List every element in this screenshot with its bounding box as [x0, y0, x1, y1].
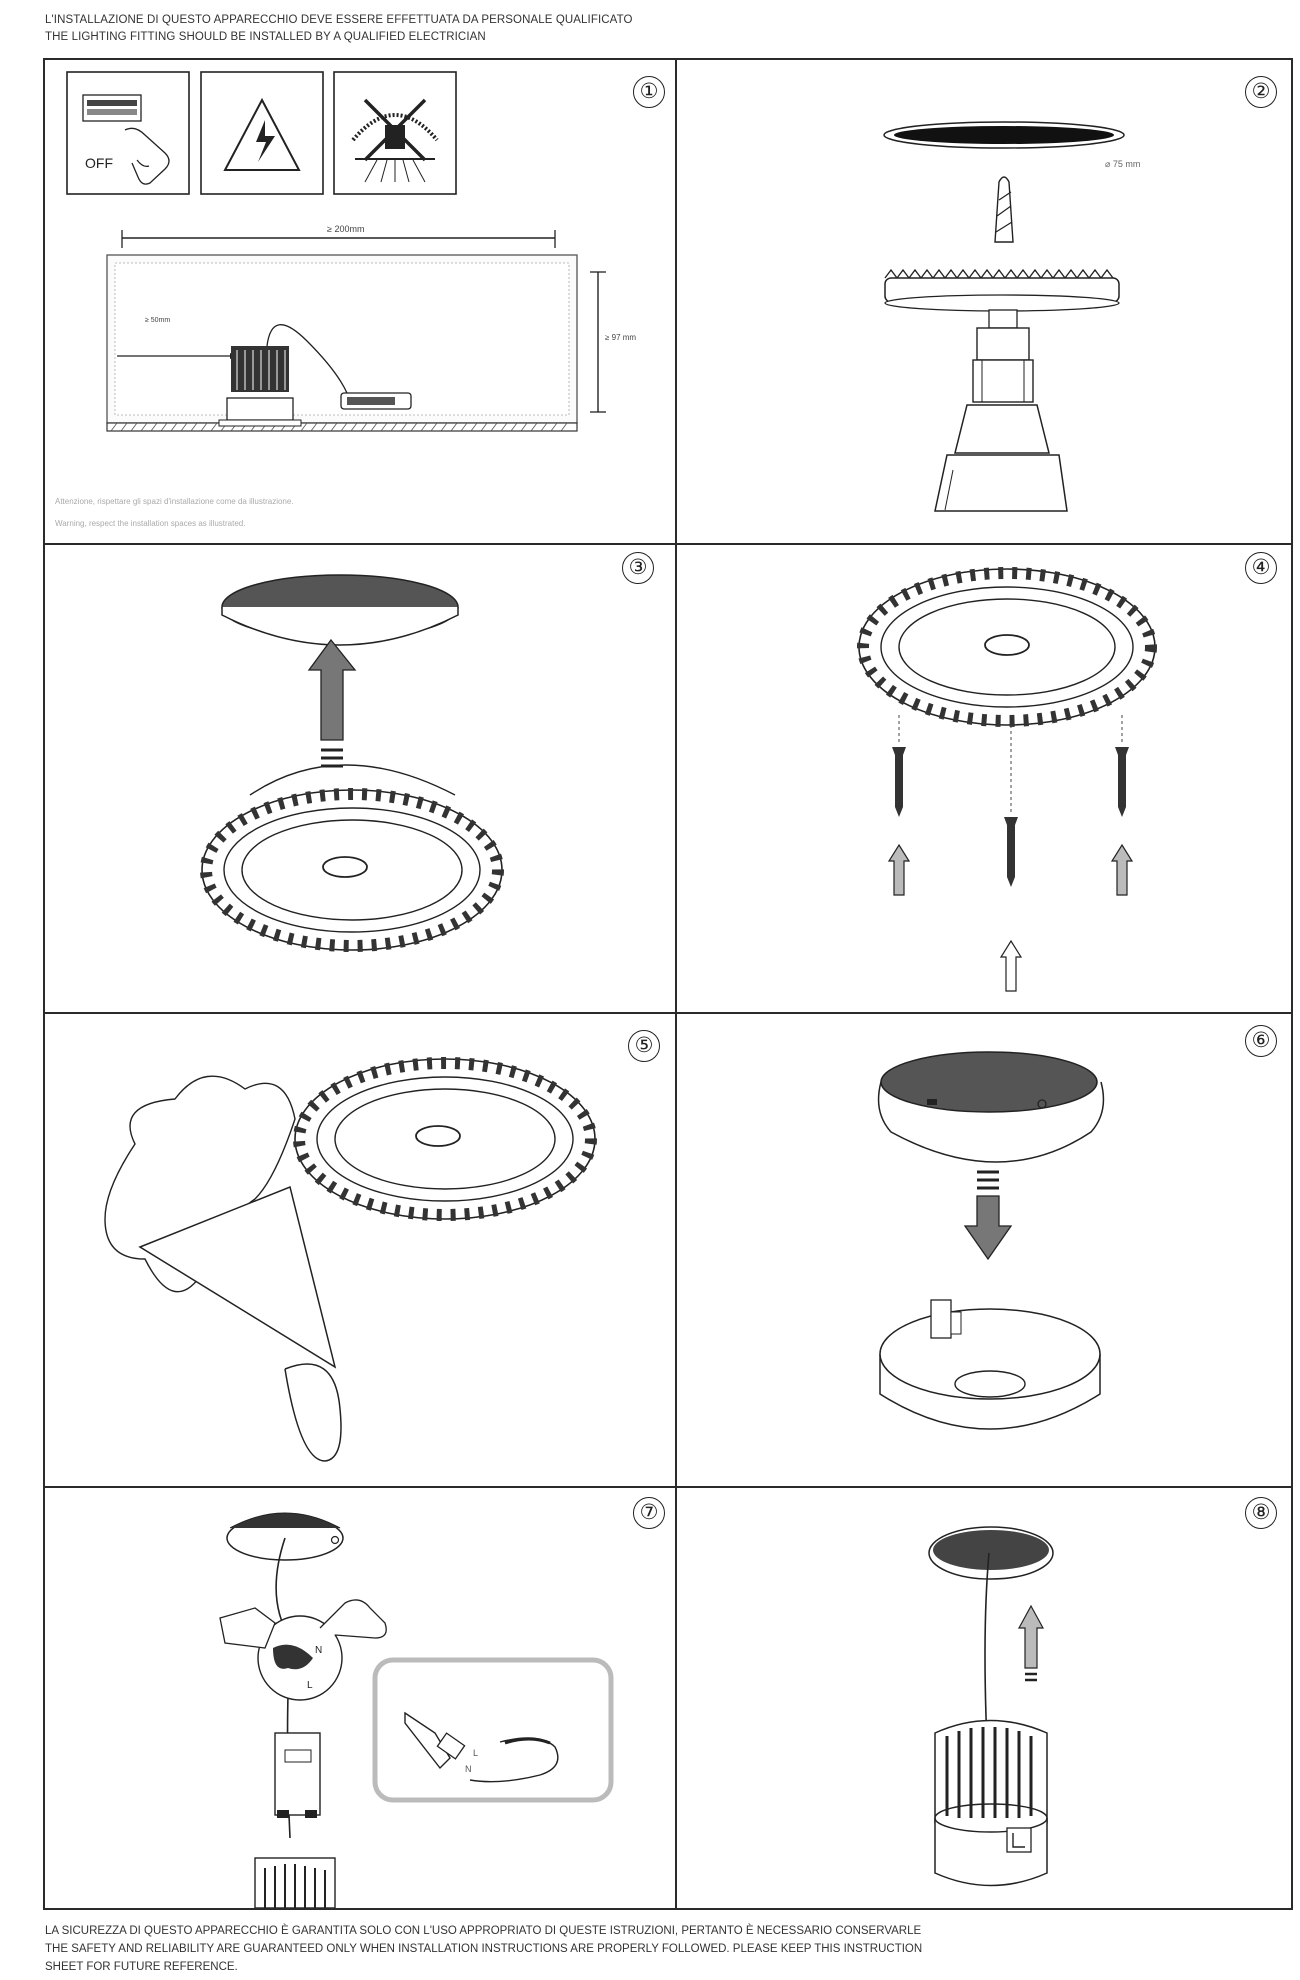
inset-label-l: L — [473, 1748, 478, 1758]
high-voltage-icon — [200, 71, 324, 195]
step-number-8: ⑧ — [1245, 1497, 1277, 1529]
header-warning: L'INSTALLAZIONE DI QUESTO APPARECCHIO DE… — [45, 12, 633, 46]
width-dimension: ≥ 200mm — [327, 224, 364, 234]
note-english: Warning, respect the installation spaces… — [55, 519, 245, 528]
step-number-5: ⑤ — [628, 1030, 660, 1062]
driver-box — [274, 1732, 321, 1818]
footer-line-it: LA SICUREZZA DI QUESTO APPARECCHIO È GAR… — [45, 1925, 922, 1937]
trim-ring — [293, 1057, 597, 1221]
step-number-1: ① — [633, 76, 665, 108]
step-2-illustration: ⌀ 75 mm — [883, 121, 1140, 512]
ceiling-hole — [883, 121, 1125, 149]
footer-notice: LA SICUREZZA DI QUESTO APPARECCHIO È GAR… — [45, 1922, 1275, 1976]
footer-line-en: THE SAFETY AND RELIABILITY ARE GUARANTEE… — [45, 1943, 923, 1955]
grid-row-divider-2 — [43, 1012, 1293, 1014]
step-1-illustration: OFF ≥ 200mm ≥ 97 mm ≥ 50mm Attenzione, r… — [55, 71, 636, 528]
step-7-illustration: N L L N — [219, 1512, 614, 1908]
step-number-4: ④ — [1245, 552, 1277, 584]
cover-cap — [226, 1512, 344, 1561]
header-line-it: L'INSTALLAZIONE DI QUESTO APPARECCHIO DE… — [45, 14, 633, 26]
cover-cap — [928, 1526, 1054, 1580]
step-4-illustration — [857, 567, 1157, 992]
step-3-illustration — [200, 574, 504, 952]
housing-base — [879, 1299, 1101, 1430]
arrow-down-icon — [963, 1170, 1013, 1261]
wire-label-n: N — [315, 1645, 322, 1656]
header-line-en: THE LIGHTING FITTING SHOULD BE INSTALLED… — [45, 31, 486, 43]
grid-row-divider-1 — [43, 543, 1293, 545]
side-gap-dimension: ≥ 50mm — [145, 317, 170, 324]
instruction-grid — [43, 58, 1293, 1910]
hole-diameter: ⌀ 75 mm — [1105, 159, 1140, 169]
note-italian: Attenzione, rispettare gli spazi d'insta… — [55, 497, 294, 506]
arrow-up-icons — [887, 843, 1134, 992]
off-label: OFF — [85, 155, 113, 171]
step-number-6: ⑥ — [1245, 1025, 1277, 1057]
wiring-connection: N L — [219, 1599, 387, 1701]
cover-cap — [221, 574, 459, 646]
grid-row-divider-3 — [43, 1486, 1293, 1488]
step-6-illustration — [877, 1051, 1105, 1430]
step-8-illustration — [928, 1526, 1054, 1887]
terminal-block-inset: L N — [372, 1657, 614, 1803]
hole-saw-drill-icon — [884, 176, 1120, 512]
power-off-icon: OFF — [66, 71, 190, 195]
wire-label-l: L — [307, 1680, 313, 1691]
no-insulation-cover-icon — [333, 71, 457, 195]
step-number-2: ② — [1245, 76, 1277, 108]
arrow-up-icon — [1017, 1604, 1045, 1682]
trim-ring — [857, 567, 1157, 727]
inset-label-n: N — [465, 1764, 472, 1774]
trim-ring — [200, 764, 504, 952]
fixture-bottom — [254, 1857, 336, 1908]
step-number-7: ⑦ — [633, 1497, 665, 1529]
screws — [892, 715, 1129, 887]
step-number-3: ③ — [622, 552, 654, 584]
step-5-illustration — [104, 1057, 597, 1462]
cover-cap — [877, 1051, 1105, 1163]
grid-column-divider — [675, 58, 677, 1910]
glue-tube-icon — [138, 1185, 342, 1462]
footer-line-en-2: SHEET FOR FUTURE REFERENCE. — [45, 1961, 238, 1973]
arrow-up-icon — [307, 638, 357, 768]
led-fixture — [934, 1719, 1048, 1887]
height-dimension: ≥ 97 mm — [605, 333, 636, 342]
